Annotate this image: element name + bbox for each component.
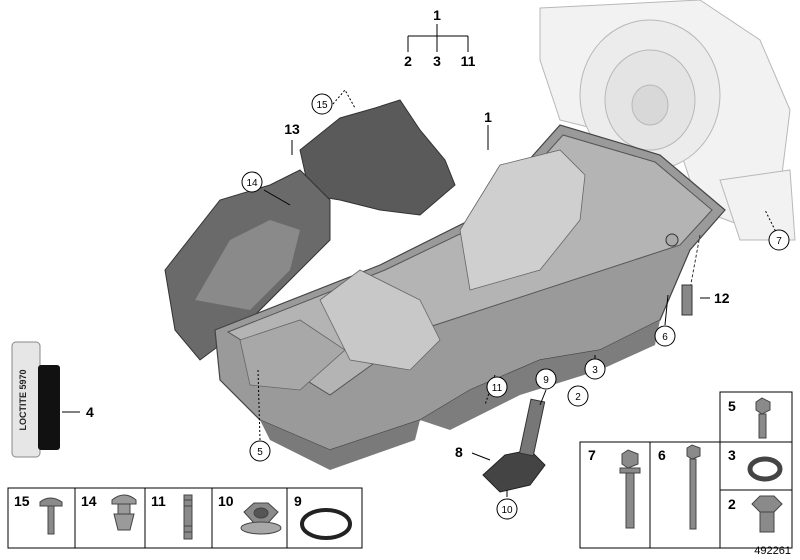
oil-pan: [214, 124, 726, 470]
table-cell-11: 11: [151, 493, 166, 509]
callout-7: 7: [776, 236, 782, 247]
table-cell-3: 3: [728, 447, 736, 463]
callout-2-circle: [567, 385, 589, 407]
callout-9: 9: [543, 375, 549, 386]
callout-6-circle: [654, 325, 676, 347]
bottom-parts-table: 15 14 11 10 9: [7, 487, 363, 549]
stud-icon: [183, 494, 193, 540]
hex-nut-icon: [240, 502, 282, 535]
rivet-icon: [111, 494, 137, 531]
callout-3-circle: [584, 358, 606, 380]
thin-bolt-icon: [686, 444, 701, 530]
callout-15: 15: [316, 100, 328, 111]
right-parts-table: 5 7 6 3 2: [579, 391, 793, 549]
callout-1: 1: [484, 109, 492, 125]
callout-14-circle: [241, 171, 263, 193]
callout-4: 4: [86, 404, 94, 420]
callout-10: 10: [501, 505, 513, 516]
callout-3-top: 3: [433, 53, 441, 69]
table-cell-2: 2: [728, 496, 736, 512]
callouts: 1 13 15 14 7 12 6 3 2 9 11 8 10 5 4: [86, 93, 790, 520]
drain-plug-icon: [751, 495, 783, 533]
sealing-ring-icon: [300, 508, 352, 540]
callout-5-circle: [249, 440, 271, 462]
tube-label: LOCTITE 5970: [18, 369, 28, 430]
callout-3: 3: [592, 365, 598, 376]
table-cell-5: 5: [728, 398, 736, 414]
callout-7-circle: [768, 229, 790, 251]
oil-level-guide: [665, 233, 701, 316]
upper-oil-pan-section: [164, 99, 456, 361]
sealant-tube: LOCTITE 5970: [11, 341, 60, 458]
callout-12: 12: [714, 290, 730, 306]
clip-icon: [39, 497, 63, 535]
table-cell-14: 14: [81, 493, 97, 509]
callout-9-circle: [535, 368, 557, 390]
washer-icon: [747, 456, 783, 482]
transmission-housing: [539, 0, 796, 241]
top-group-label: 1 2 3 11: [404, 7, 476, 69]
callout-8: 8: [455, 444, 463, 460]
callout-13: 13: [284, 121, 300, 137]
callout-6: 6: [662, 332, 668, 343]
callout-1-top: 1: [433, 7, 441, 23]
callout-15-circle: [311, 93, 333, 115]
callout-2: 2: [575, 392, 581, 403]
callout-14: 14: [246, 178, 258, 189]
callout-11: 11: [492, 383, 503, 394]
callout-11-top: 11: [461, 53, 476, 69]
table-cell-7: 7: [588, 447, 596, 463]
callout-2-top: 2: [404, 53, 412, 69]
long-bolt-icon: [619, 449, 641, 529]
table-cell-15: 15: [14, 493, 30, 509]
oil-level-sensor: [482, 398, 546, 493]
diagram-id: 492261: [754, 545, 791, 557]
table-cell-10: 10: [218, 493, 234, 509]
callout-10-circle: [496, 498, 518, 520]
callout-5: 5: [257, 447, 263, 458]
small-bolt-icon: [755, 397, 771, 439]
callout-11-circle: [486, 376, 508, 398]
table-cell-6: 6: [658, 447, 666, 463]
table-cell-9: 9: [294, 493, 302, 509]
